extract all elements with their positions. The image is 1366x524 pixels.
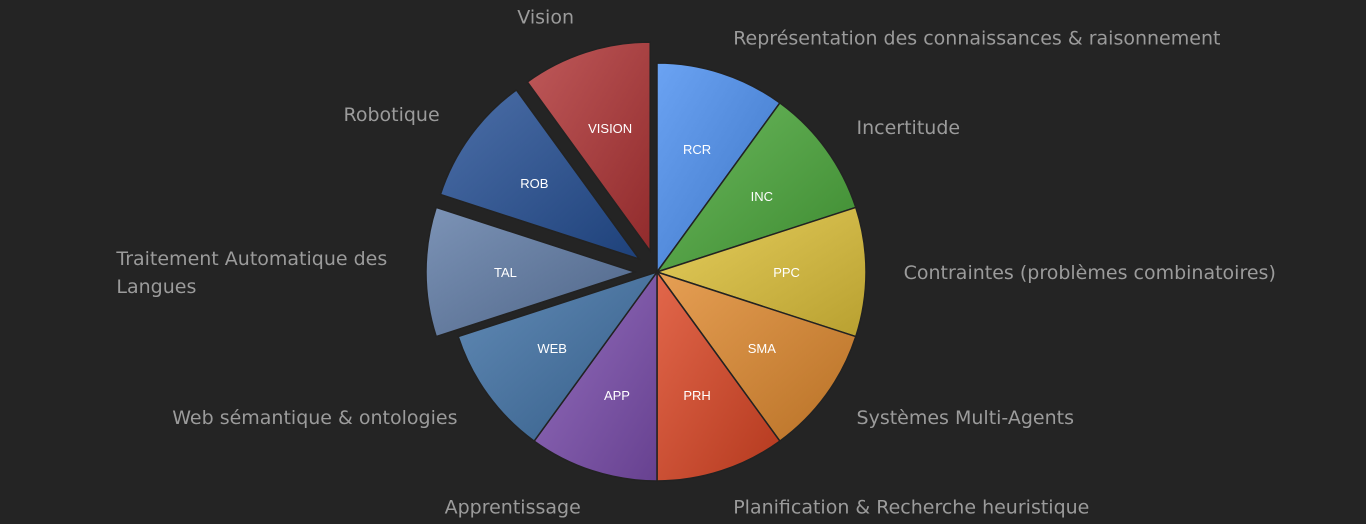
slice-code-rcr: RCR	[683, 142, 711, 157]
slice-name-ppc: Contraintes (problèmes combinatoires)	[904, 262, 1276, 284]
slice-code-vision: VISION	[588, 121, 632, 136]
slice-code-prh: PRH	[683, 388, 710, 403]
slice-name-vision: Vision	[517, 7, 574, 29]
slice-code-inc: INC	[751, 189, 773, 204]
slice-code-labels: RCR INC PPC SMA PRH APP WEB TAL ROB VISION	[494, 121, 800, 403]
slice-name-inc: Incertitude	[857, 117, 961, 139]
slice-name-sma: Systèmes Multi-Agents	[857, 407, 1075, 429]
slice-name-web: Web sémantique & ontologies	[172, 407, 457, 429]
pie-slice-ppc	[654, 206, 867, 338]
slice-name-rcr: Représentation des connaissances & raiso…	[733, 27, 1220, 49]
slice-code-web: WEB	[537, 341, 567, 356]
pie-slices	[425, 41, 867, 482]
pie-slice-web	[457, 270, 659, 443]
pie-slice-rob	[439, 88, 642, 261]
slice-name-prh: Planification & Recherche heuristique	[733, 497, 1089, 519]
slice-code-rob: ROB	[520, 176, 548, 191]
slice-code-app: APP	[604, 388, 630, 403]
slice-code-sma: SMA	[748, 341, 777, 356]
slice-code-tal: TAL	[494, 265, 517, 280]
pie-slice-inc	[655, 101, 857, 274]
slice-code-ppc: PPC	[773, 265, 800, 280]
pie-slice-prh	[656, 269, 781, 482]
pie-slice-rcr	[656, 62, 781, 275]
pie-slice-sma	[655, 270, 857, 443]
pie-slice-vision	[526, 41, 651, 254]
pie-slice-tal	[425, 206, 638, 338]
pie-slice-app	[533, 269, 658, 482]
slice-name-app: Apprentissage	[445, 497, 581, 519]
slice-name-labels: Représentation des connaissances & raiso…	[115, 7, 1275, 519]
slice-name-rob: Robotique	[343, 104, 439, 126]
